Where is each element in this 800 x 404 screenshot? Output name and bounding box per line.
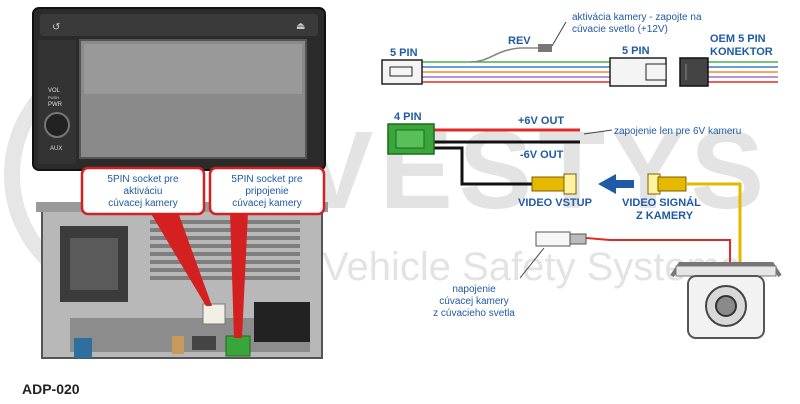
five-pin-harness: 5 PIN REV aktivácia kamery - zapojte na …	[381, 12, 778, 87]
four-pin-power: 4 PIN +6V OUT -6V OUT zapojenie len pre …	[387, 111, 741, 186]
power-knob	[44, 112, 70, 138]
callout-text-activation-3: cúvacej kamery	[108, 198, 177, 209]
reverse-camera	[670, 262, 782, 339]
video-connection: VIDEO VSTUP VIDEO SIGNÁL Z KAMERY napoje…	[433, 173, 742, 319]
label-rev-note-1: aktivácia kamery - zapojte na	[572, 12, 702, 23]
camera-lens-inner	[715, 295, 737, 317]
label-five-pin-right: 5 PIN	[622, 45, 650, 57]
callout-pointer-activation	[150, 212, 212, 306]
label-oem-connector-2: KONEKTOR	[710, 46, 773, 58]
harness-wires	[422, 61, 778, 83]
label-video-signal-2: Z KAMERY	[636, 210, 694, 222]
callout-text-activation-1: 5PIN socket pre	[107, 174, 179, 185]
label-video-signal-1: VIDEO SIGNÁL	[622, 196, 701, 209]
button-aux: AUX	[50, 146, 62, 152]
watermark-tagline: Vehicle Safety Systems	[322, 245, 740, 289]
camera-video-wire	[686, 182, 742, 262]
five-pin-connector-left-slot	[389, 66, 413, 77]
camera-power-note-leader	[519, 247, 545, 279]
camera-power-wire	[585, 237, 731, 262]
label-camera-power-3: z cúvacieho svetla	[433, 308, 515, 319]
label-video-input: VIDEO VSTUP	[518, 197, 592, 209]
rca-female-body	[531, 176, 567, 192]
rev-wire-tip	[538, 44, 552, 52]
home-icon: ↺	[52, 22, 60, 33]
rca-female-cap	[563, 173, 577, 195]
oem-connector	[679, 57, 709, 87]
callout-text-connection-1: 5PIN socket pre	[231, 174, 303, 185]
rev-wire	[469, 47, 538, 63]
main-harness-socket	[254, 302, 310, 342]
signal-direction-arrow	[598, 174, 634, 194]
label-oem-connector-1: OEM 5 PIN	[710, 33, 766, 45]
camera-power-plug	[535, 231, 571, 247]
label-camera-power-2: cúvacej kamery	[439, 296, 508, 307]
rev-note-leader	[551, 21, 567, 47]
label-five-pin-left: 5 PIN	[390, 47, 418, 59]
label-plus6v: +6V OUT	[518, 115, 564, 127]
rca-male-body	[657, 176, 687, 192]
button-pwr: PWR	[48, 102, 63, 108]
label-rev: REV	[508, 35, 531, 47]
activation-5pin-socket	[202, 303, 226, 325]
label-minus6v: -6V OUT	[520, 149, 564, 161]
antenna-connector	[74, 338, 92, 358]
five-pin-connector-left	[381, 59, 423, 85]
video-out-wire	[432, 146, 532, 186]
usb-connector	[192, 336, 216, 350]
callout-pointer-connection	[230, 212, 248, 338]
label-four-pin: 4 PIN	[394, 111, 422, 123]
head-unit-top-strip	[40, 14, 318, 36]
camera-mount-plate	[675, 265, 777, 277]
callout-text-activation-2: aktiváciu	[124, 186, 163, 197]
callout-text-connection-2: pripojenie	[245, 186, 289, 197]
button-vol: VOL	[48, 88, 61, 94]
screen-glare	[84, 44, 302, 94]
callout-text-connection-3: cúvacej kamery	[232, 198, 301, 209]
six-volt-note-leader	[583, 129, 613, 135]
callout-box-connection	[208, 166, 326, 216]
four-pin-connector-latch	[395, 129, 425, 149]
callout-activation: 5PIN socket pre aktiváciu cúvacej kamery	[80, 166, 212, 306]
vent-grille	[150, 220, 300, 280]
button-push: PUSH	[48, 95, 59, 100]
connection-5pin-socket	[225, 335, 251, 357]
product-code: ADP-020	[22, 381, 80, 397]
eject-icon: ⏏	[296, 21, 305, 32]
head-unit-left-panel	[38, 40, 76, 164]
label-six-volt-note: zapojenie len pre 6V kameru	[614, 126, 741, 137]
head-unit-back	[36, 202, 328, 359]
camera-power-plug-collar	[569, 233, 587, 245]
callout-connection: 5PIN socket pre pripojenie cúvacej kamer…	[208, 166, 326, 338]
five-pin-connector-right-tip	[645, 63, 667, 81]
callout-box-activation	[80, 166, 206, 216]
aux-connector	[172, 336, 184, 354]
head-unit-front: VOL PUSH PWR AUX ⏏ ↺	[32, 7, 326, 171]
heatsink-fan-inner	[70, 238, 118, 290]
label-camera-power-1: napojenie	[452, 284, 496, 295]
label-rev-note-2: cúvacie svetlo (+12V)	[572, 24, 668, 35]
